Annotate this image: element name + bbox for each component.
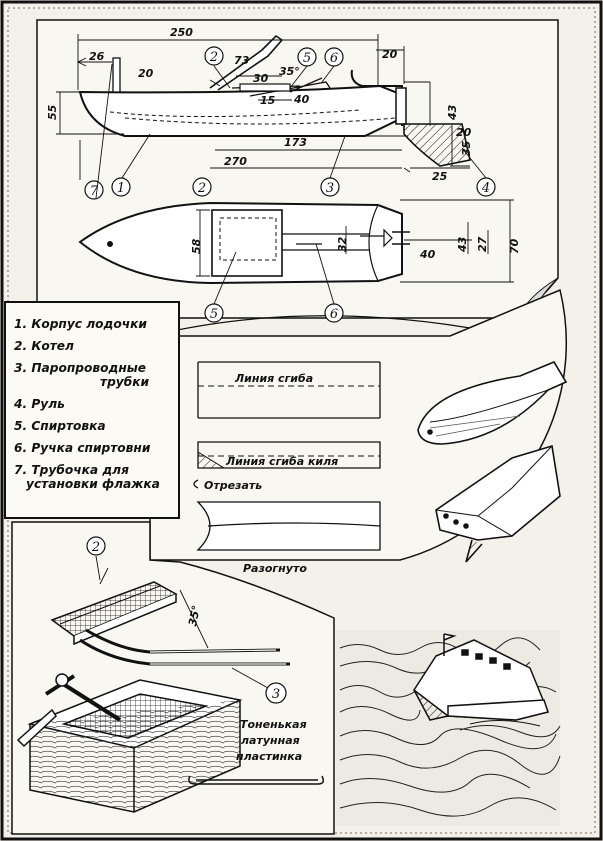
dim-73: 73: [234, 54, 250, 67]
dim-58: 58: [190, 238, 203, 254]
legend-item-lamp-handle: 6. Ручка спиртовни: [14, 441, 151, 455]
boiler-with-pipes-sketch: [50, 567, 290, 666]
plate-caption-1: Тоненькая: [240, 718, 307, 731]
marker-1: 1: [117, 181, 125, 196]
marker-circle-bottom-3: [265, 682, 287, 704]
legend-item-rudder: 4. Руль: [14, 397, 65, 411]
marker-7: 7: [90, 184, 99, 199]
marker-6-top: 6: [330, 51, 338, 66]
marker-3-bottom: 3: [272, 687, 280, 702]
dim-40-top: 40: [293, 93, 310, 106]
dim-35-deg: 35°: [279, 65, 300, 78]
leader-lines: [95, 63, 487, 305]
marker-6-plan: 6: [330, 307, 338, 322]
plan-view-dimension-lines: [196, 199, 514, 283]
legend-item-boiler: 2. Котел: [14, 339, 74, 353]
dim-43-side: 43: [446, 104, 459, 121]
marker-4: 4: [481, 181, 490, 196]
sea-scene: [336, 630, 561, 826]
dim-15: 15: [260, 94, 276, 107]
dim-40-plan: 40: [419, 248, 436, 261]
keel-fold-line-label: Линия сгиба киля: [225, 455, 338, 468]
dim-173: 173: [284, 136, 307, 149]
dim-35-side: 35: [460, 140, 473, 156]
dim-43-plan: 43: [456, 236, 469, 253]
cut-off-label: Отрезать: [204, 479, 262, 492]
fold-line-label: Линия сгиба: [234, 372, 313, 385]
dim-20-mast: 20: [138, 67, 154, 80]
marker-3: 3: [326, 181, 334, 196]
legend-item-flag-tube-cont: установки флажка: [26, 477, 160, 491]
side-view-dimension-lines: [56, 34, 470, 180]
marker-5-plan: 5: [210, 307, 218, 322]
marker-2-plan: 2: [197, 181, 206, 196]
soldering-block-sketch: [16, 673, 243, 813]
marker-5-top: 5: [303, 51, 311, 66]
parts-legend: 1. Корпус лодочки 2. Котел 3. Паропровод…: [4, 301, 180, 519]
plate-caption-2: латунная: [241, 734, 300, 747]
dim-25: 25: [432, 170, 448, 183]
marker-circle-bottom-2: [86, 536, 106, 556]
dim-30: 30: [253, 72, 269, 85]
angle-35-bottom: 35°: [186, 604, 203, 627]
hull-sketch-keel: [435, 444, 561, 563]
bottom-leaders: [95, 555, 269, 689]
dim-20-right: 20: [382, 48, 398, 61]
part-marker-circles: [84, 46, 496, 323]
dim-270: 270: [224, 155, 247, 168]
legend-item-spirit-lamp: 5. Спиртовка: [14, 419, 106, 433]
hull-sketch-top: [417, 360, 568, 445]
legend-item-hull: 1. Корпус лодочки: [14, 317, 147, 331]
fold-pattern-3: [196, 501, 381, 551]
fold-pattern-1: [197, 361, 381, 419]
dim-32: 32: [336, 236, 349, 252]
dim-26: 26: [89, 50, 105, 63]
marker-2-top: 2: [209, 50, 218, 65]
brass-plate-sketch: [188, 775, 325, 785]
dim-70: 70: [508, 238, 521, 254]
legend-item-steam-pipes: 3. Паропроводные: [14, 361, 147, 375]
unbent-label: Разогнуто: [243, 562, 307, 575]
dim-27: 27: [476, 236, 489, 252]
legend-item-steam-pipes-cont: трубки: [100, 375, 150, 389]
marker-2-bottom: 2: [91, 540, 100, 555]
dim-250: 250: [170, 26, 193, 39]
dim-55: 55: [46, 104, 59, 120]
plate-caption-3: пластинка: [236, 750, 302, 763]
fold-pattern-2: [193, 441, 381, 489]
dim-20-side: 20: [456, 126, 472, 139]
legend-item-flag-tube: 7. Трубочка для: [14, 463, 129, 477]
